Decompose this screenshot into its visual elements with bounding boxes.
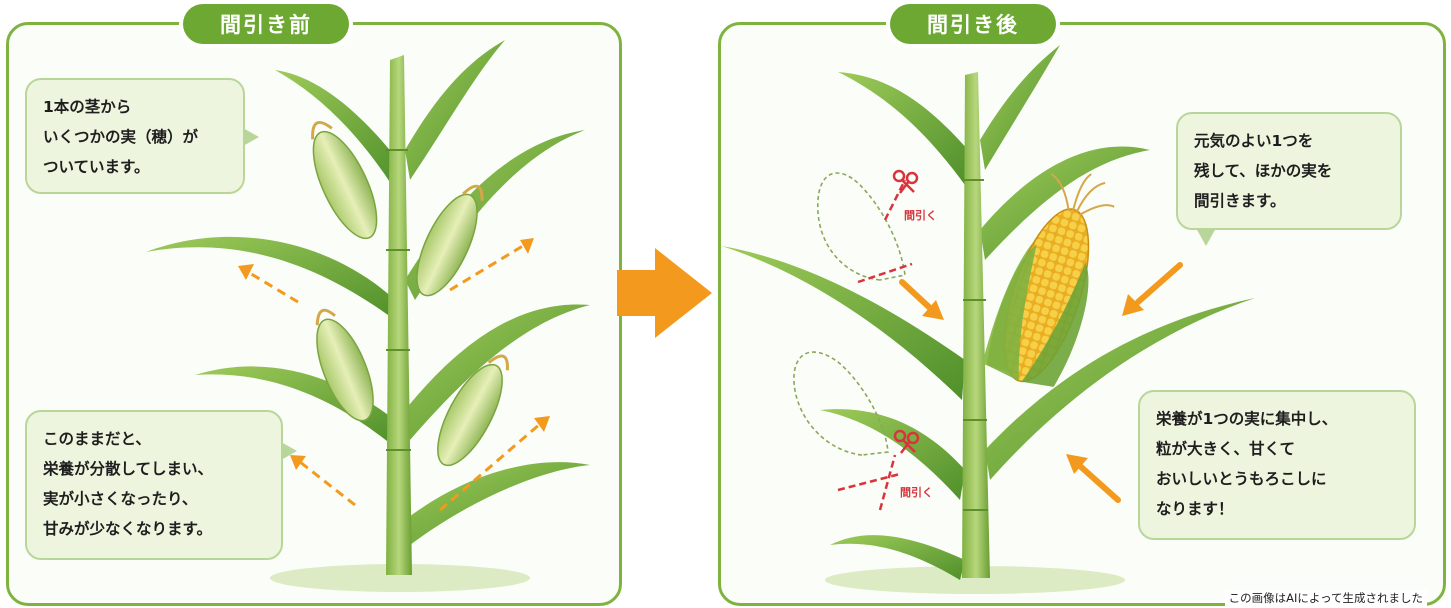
leaf [838, 72, 968, 185]
after-thinning-tab: 間引き後 [890, 4, 1056, 44]
leaf [146, 237, 395, 320]
before-thinning-tab: 間引き前 [183, 4, 349, 44]
bubble-line: 元気のよい1つを [1194, 126, 1384, 156]
scissors-icon [894, 171, 917, 193]
stalk [386, 55, 412, 575]
bubble-line: 実が小さくなったり、 [43, 484, 265, 514]
thin-cut-label: 間引く [904, 207, 937, 223]
leaf [980, 45, 1060, 170]
leaf [405, 462, 590, 545]
transition-arrow-icon [617, 248, 712, 338]
ai-generated-credit: この画像はAIによって生成されました [1225, 590, 1427, 606]
bubble-line: 栄養が分散してしまい、 [43, 454, 265, 484]
leaf [820, 409, 965, 500]
bubble-line: 間引きます。 [1194, 186, 1384, 216]
nutrient-scatter-bubble: このままだと、 栄養が分散してしまい、 実が小さくなったり、 甘みが少なくなりま… [25, 410, 283, 560]
bubble-line: ついています。 [43, 152, 227, 182]
ear [302, 303, 385, 428]
bubble-line: 甘みが少なくなります。 [43, 514, 265, 544]
leaf [405, 40, 505, 180]
leaf [722, 246, 965, 400]
bubble-line: このままだと、 [43, 424, 265, 454]
bubble-line: おいしいとうもろこしに [1156, 464, 1398, 494]
bubble-line: いくつかの実（穂）が [43, 122, 227, 152]
bubble-line: なります！ [1156, 494, 1398, 524]
thin-cut-label: 間引く [900, 484, 933, 500]
bubble-line: 粒が大きく、甘くて [1156, 434, 1398, 464]
keep-one-ear-bubble: 元気のよい1つを 残して、ほかの実を 間引きます。 [1176, 112, 1402, 230]
multiple-ears-bubble: 1本の茎から いくつかの実（穂）が ついています。 [25, 78, 245, 194]
bubble-line: 1本の茎から [43, 92, 227, 122]
bubble-line: 栄養が1つの実に集中し、 [1156, 404, 1398, 434]
bubble-line: 残して、ほかの実を [1194, 156, 1384, 186]
concentrated-nutrient-bubble: 栄養が1つの実に集中し、 粒が大きく、甘くて おいしいとうもろこしに なります！ [1138, 390, 1416, 540]
ear [405, 176, 494, 303]
